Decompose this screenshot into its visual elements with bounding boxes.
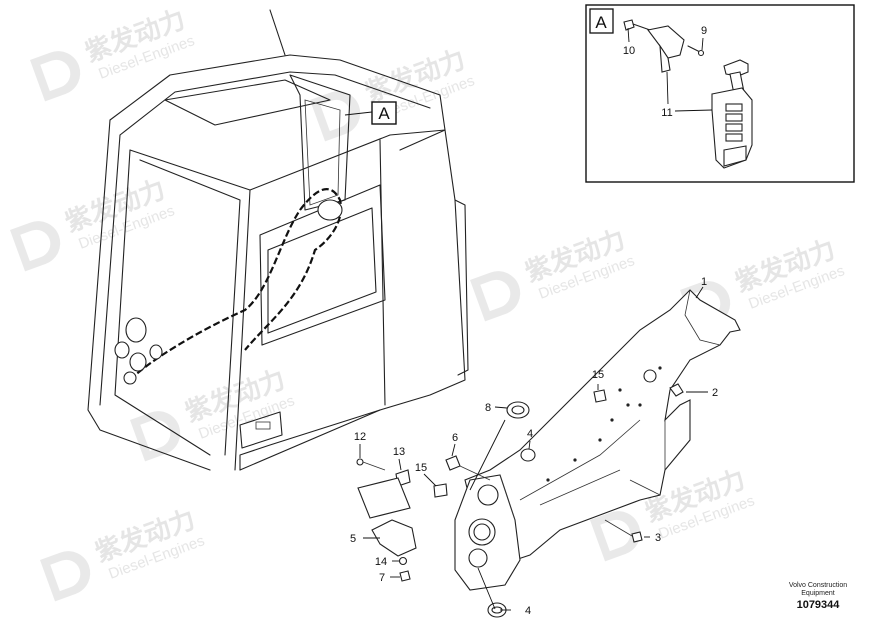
callout-7: 7 [379,572,385,584]
callout-14: 14 [375,556,387,568]
footer: Volvo Construction Equipment 1079344 [789,582,847,611]
callout-12: 12 [354,431,366,443]
panel-assembly [356,289,741,618]
callout-3: 3 [655,532,661,544]
footer-division: Equipment [801,590,835,597]
callout-9: 9 [701,25,707,37]
callout-15-left: 15 [415,462,427,474]
callout-5: 5 [350,533,356,545]
callout-6: 6 [452,432,458,444]
view-a-label: A [378,104,390,123]
callout-labels: 1 2 3 4 4 5 6 7 8 12 13 14 15 15 [350,276,718,617]
callout-4-top: 4 [527,428,533,440]
callout-2: 2 [712,387,718,399]
callout-15-right: 15 [592,369,604,381]
callout-8: 8 [485,402,491,414]
detail-a-box: A 10 9 11 [585,4,855,183]
footer-company: Volvo Construction [789,582,847,589]
callout-11: 11 [661,107,672,119]
detail-a-label: A [595,13,607,32]
drawing-number: 1079344 [797,599,841,611]
callout-10: 10 [623,45,635,57]
cab-drawing: A [87,9,469,471]
callout-4-bottom: 4 [525,605,531,617]
callout-13: 13 [393,446,405,458]
callout-leaders [359,286,708,611]
callout-1: 1 [701,276,707,288]
view-a-marker [371,101,397,125]
